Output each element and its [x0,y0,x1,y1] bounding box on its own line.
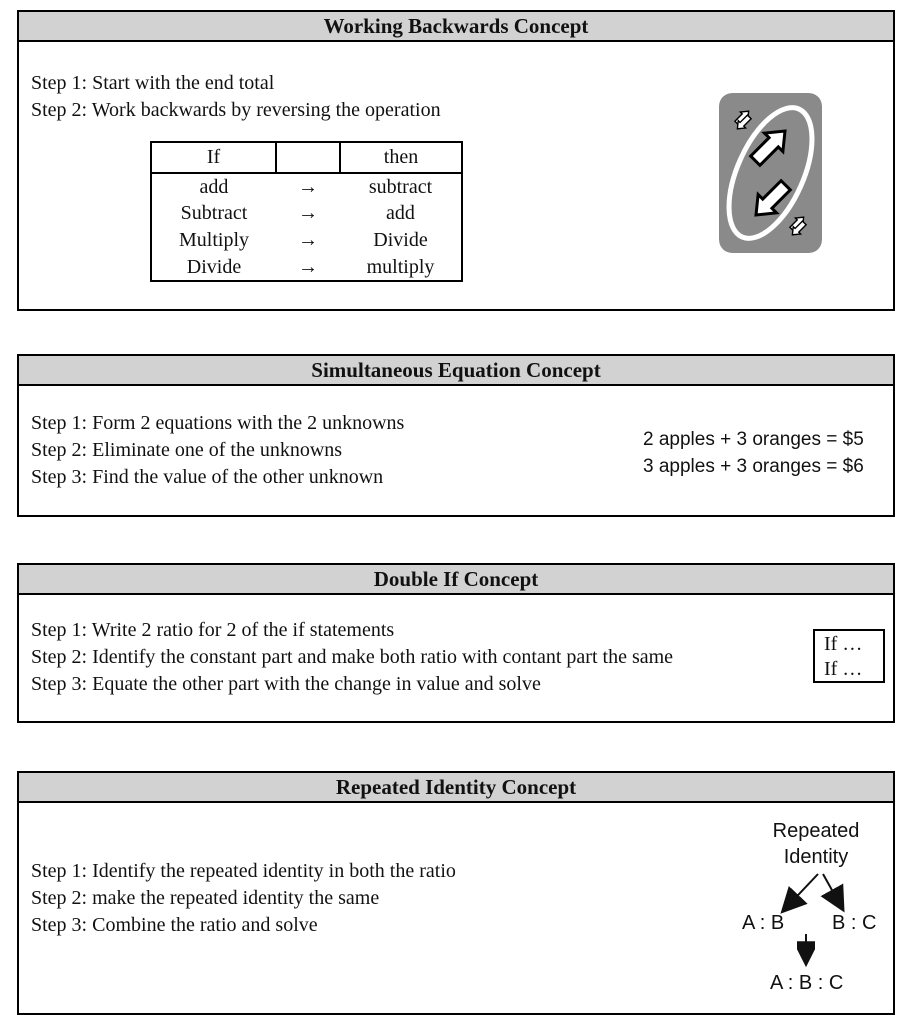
right-ratio: B : C [832,912,877,934]
table-row: add → subtract [151,173,462,200]
box-title: Repeated Identity Concept [19,773,893,803]
diagram-label-line: Repeated [772,820,860,842]
equation-line: 2 apples + 3 oranges = $5 [643,429,864,450]
arrow-cell: → [298,202,318,224]
cell: multiply [366,255,435,278]
cell: Subtract [180,202,248,224]
cell: add [199,175,229,198]
diagram-label-line: Identity [783,846,849,868]
if-line: If … [824,658,863,680]
step-line: Step 2: Identify the constant part and m… [31,646,674,668]
uno-reverse-card-icon [719,93,822,253]
table-row: Multiply → Divide [151,227,462,254]
table-row: Divide → multiply [151,254,462,281]
header-cell-blank [275,142,341,174]
step-line: Step 2: Eliminate one of the unknowns [31,439,343,461]
repeated-identity-diagram: Repeated Identity A : B B : C [740,816,892,1011]
box-body: Step 1: Identify the repeated identity i… [19,803,893,1009]
arrow-cell: → [298,255,318,278]
combined-ratio: A : B : C [770,972,844,994]
steps-list: Step 1: Start with the end total Step 2:… [31,70,441,124]
box-body: Step 1: Form 2 equations with the 2 unkn… [19,386,893,511]
box-title: Working Backwards Concept [19,12,893,42]
repeated-identity-box: Repeated Identity Concept Step 1: Identi… [17,771,895,1015]
if-statements-box: If … If … [813,629,885,683]
arrow-cell: → [298,229,318,251]
step-line: Step 1: Start with the end total [31,72,275,94]
steps-list: Step 1: Identify the repeated identity i… [31,858,456,939]
cell: subtract [368,175,433,198]
diagram-label: Repeated Identity [740,816,892,870]
diverging-arrows-icon [780,873,845,914]
simultaneous-equation-box: Simultaneous Equation Concept Step 1: Fo… [17,354,895,517]
box-body: Step 1: Start with the end total Step 2:… [19,42,893,305]
step-line: Step 2: make the repeated identity the s… [31,887,380,909]
box-title: Double If Concept [19,565,893,595]
steps-list: Step 1: Form 2 equations with the 2 unkn… [31,410,404,491]
step-line: Step 3: Combine the ratio and solve [31,914,318,936]
cell: Multiply [178,229,249,251]
table-row: Subtract → add [151,200,462,227]
working-backwards-box: Working Backwards Concept Step 1: Start … [17,10,895,311]
down-arrow-icon [797,934,815,968]
step-line: Step 2: Work backwards by reversing the … [31,99,441,121]
if-line: If … [824,633,863,655]
if-then-table: If then add → subtract Subtract → add [150,141,463,282]
cell: Divide [373,229,428,251]
double-if-box: Double If Concept Step 1: Write 2 ratio … [17,563,895,723]
header-cell-if: If [151,142,276,174]
cell: add [386,202,415,224]
equation-line: 3 apples + 3 oranges = $6 [643,456,864,477]
left-ratio: A : B [742,912,785,934]
box-body: Step 1: Write 2 ratio for 2 of the if st… [19,595,893,717]
step-line: Step 1: Write 2 ratio for 2 of the if st… [31,619,395,641]
arrow-cell: → [298,175,318,198]
step-line: Step 1: Form 2 equations with the 2 unkn… [31,412,405,434]
box-title: Simultaneous Equation Concept [19,356,893,386]
step-line: Step 3: Equate the other part with the c… [31,673,541,695]
step-line: Step 3: Find the value of the other unkn… [31,466,384,488]
table-header-row: If then [151,142,462,174]
header-cell-then: then [340,142,462,174]
example-equations: 2 apples + 3 oranges = $5 3 apples + 3 o… [643,426,864,480]
step-line: Step 1: Identify the repeated identity i… [31,860,456,882]
cell: Divide [186,255,242,278]
steps-list: Step 1: Write 2 ratio for 2 of the if st… [31,617,673,698]
